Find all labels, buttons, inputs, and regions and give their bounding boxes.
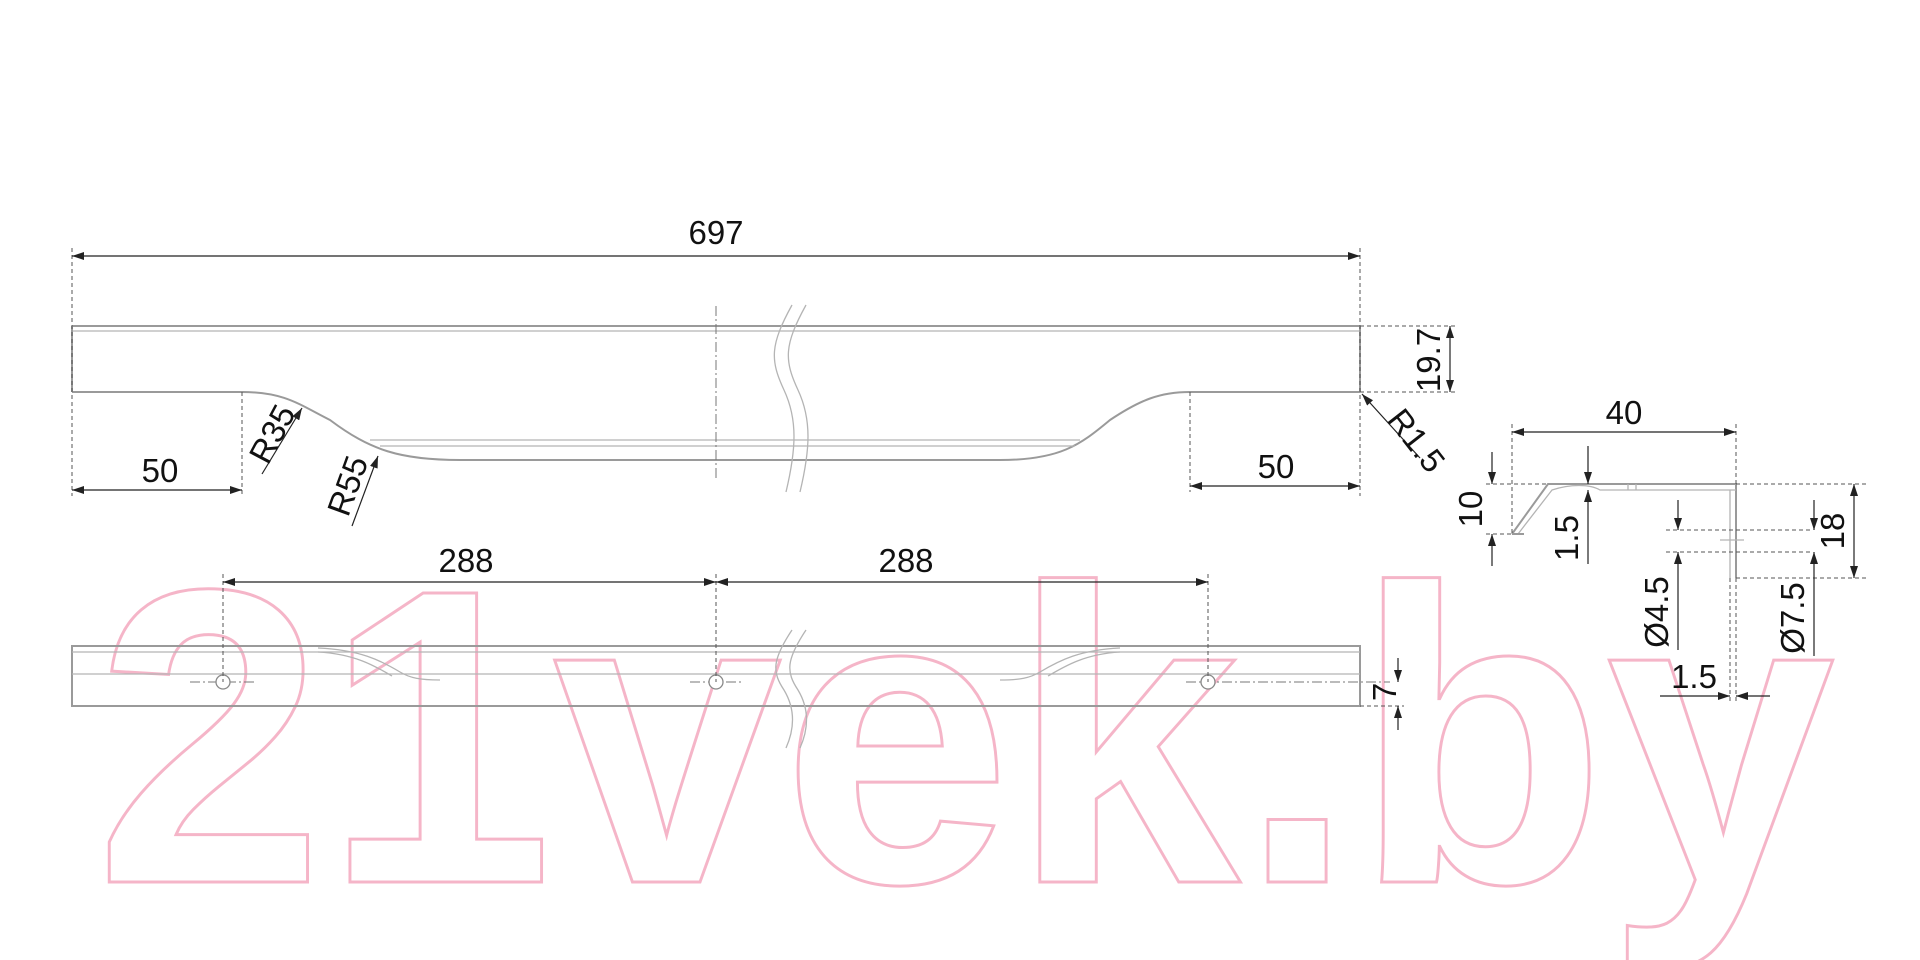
dim-hole-spacing-left: 288 (438, 542, 493, 579)
dim-lip-height: 10 (1452, 491, 1489, 528)
dim-left-flat: 50 (142, 452, 179, 489)
dim-radius-small: R35 (242, 398, 303, 469)
dim-counterbore-diameter: Ø7.5 (1774, 582, 1811, 654)
dim-top-thickness: 1.5 (1548, 515, 1585, 561)
watermark-logo: 21vek.by (95, 503, 1838, 960)
dim-right-flat: 50 (1258, 448, 1295, 485)
dim-profile-width: 40 (1606, 394, 1643, 431)
dim-total-height: 18 (1814, 513, 1851, 550)
dim-end-radius: R1.5 (1380, 402, 1452, 480)
dim-side-thickness: 1.5 (1671, 658, 1717, 695)
front-view: 697 19.7 R1.5 50 50 R35 R55 (71, 214, 1456, 527)
dim-hole-offset: 7 (1366, 683, 1403, 701)
dim-hole-spacing-right: 288 (878, 542, 933, 579)
profile-view: 40 10 1.5 18 Ø4.5 Ø7.5 1.5 (1452, 394, 1866, 702)
dim-hole-diameter: Ø4.5 (1638, 576, 1675, 648)
dim-height: 19.7 (1410, 328, 1447, 392)
dim-overall-length: 697 (688, 214, 743, 251)
top-view: 288 288 7 (71, 542, 1404, 749)
